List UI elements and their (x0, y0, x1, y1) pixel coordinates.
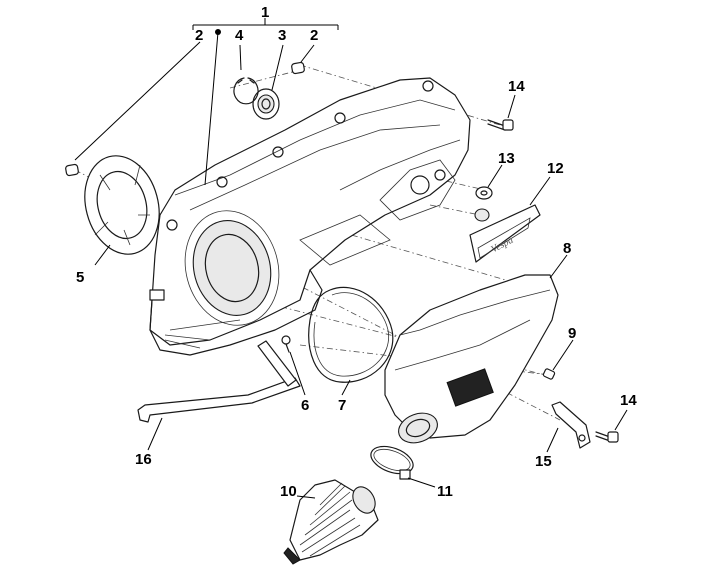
callout-3: 3 (278, 27, 286, 44)
callout-6: 6 (301, 397, 309, 414)
callout-10: 10 (280, 483, 297, 500)
callout-2-right: 2 (310, 27, 318, 44)
leader-lines (74, 18, 628, 499)
callout-15: 15 (535, 453, 552, 470)
bent-rod (137, 340, 301, 423)
bolt-14-bottom (595, 431, 619, 443)
callout-14-bottom: 14 (620, 392, 637, 409)
circlip (233, 77, 259, 105)
callout-9: 9 (568, 325, 576, 342)
screw-small (281, 335, 291, 353)
gasket (308, 286, 394, 383)
callout-8: 8 (563, 240, 571, 257)
bolt-14-top (487, 119, 514, 131)
callout-numbers: 1 2 4 3 2 14 13 12 8 5 9 6 7 14 16 15 10… (76, 4, 637, 500)
callout-4: 4 (235, 27, 244, 44)
dowel-pin-left (65, 163, 79, 177)
callout-1: 1 (261, 4, 269, 21)
hose-clamp (370, 445, 414, 480)
callout-5: 5 (76, 269, 84, 286)
bearing (252, 88, 280, 120)
cover-plate (84, 155, 160, 255)
washer (475, 186, 493, 200)
dowel-pin-right (291, 61, 305, 75)
nut (474, 208, 490, 222)
air-intake-housing (384, 274, 559, 444)
callout-14-top: 14 (508, 78, 525, 95)
callout-13: 13 (498, 150, 515, 167)
bolt-9 (542, 368, 556, 380)
intake-hose (283, 479, 379, 565)
callout-7: 7 (338, 397, 346, 414)
transmission-cover (149, 77, 471, 356)
callout-16: 16 (135, 451, 152, 468)
bracket (551, 401, 591, 449)
callout-2-left: 2 (195, 27, 203, 44)
callout-11: 11 (437, 483, 453, 500)
callout-12: 12 (547, 160, 564, 177)
